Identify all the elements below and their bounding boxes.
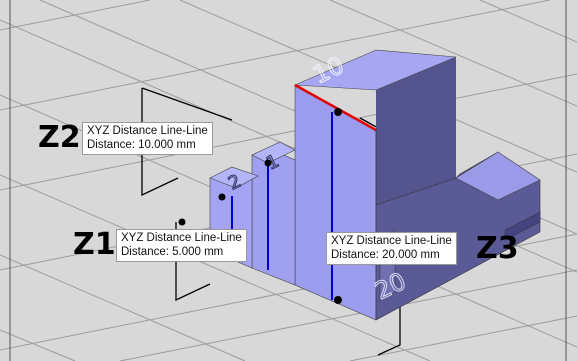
reference-lines [9, 0, 567, 361]
selected-edge[interactable] [294, 83, 377, 132]
measurement-tooltip-z1[interactable]: XYZ Distance Line-Line Distance: 5.000 m… [116, 229, 247, 262]
part-top-face[interactable] [294, 49, 457, 91]
measurement-distance: Distance: 5.000 mm [121, 246, 224, 258]
part-middle-step-top[interactable] [251, 141, 296, 164]
measurement-distance: Distance: 20.000 mm [331, 249, 440, 261]
measurement-distance: Distance: 10.000 mm [87, 139, 196, 151]
part-low-step-top[interactable] [209, 166, 259, 189]
measurement-title: XYZ Distance Line-Line [87, 125, 208, 137]
part-side-face[interactable] [376, 57, 456, 205]
measurement-title: XYZ Distance Line-Line [331, 235, 452, 247]
axis-label-z3: Z3 [476, 231, 519, 266]
measurement-tooltip-z3[interactable]: XYZ Distance Line-Line Distance: 20.000 … [326, 232, 457, 265]
measurement-markers[interactable] [178, 108, 343, 304]
measurement-tooltip-z2[interactable]: XYZ Distance Line-Line Distance: 10.000 … [82, 122, 213, 155]
part-step-top-right[interactable] [455, 151, 541, 201]
measurement-title: XYZ Distance Line-Line [121, 232, 242, 244]
axis-label-z1: Z1 [73, 227, 116, 262]
axis-label-z2: Z2 [38, 120, 81, 155]
